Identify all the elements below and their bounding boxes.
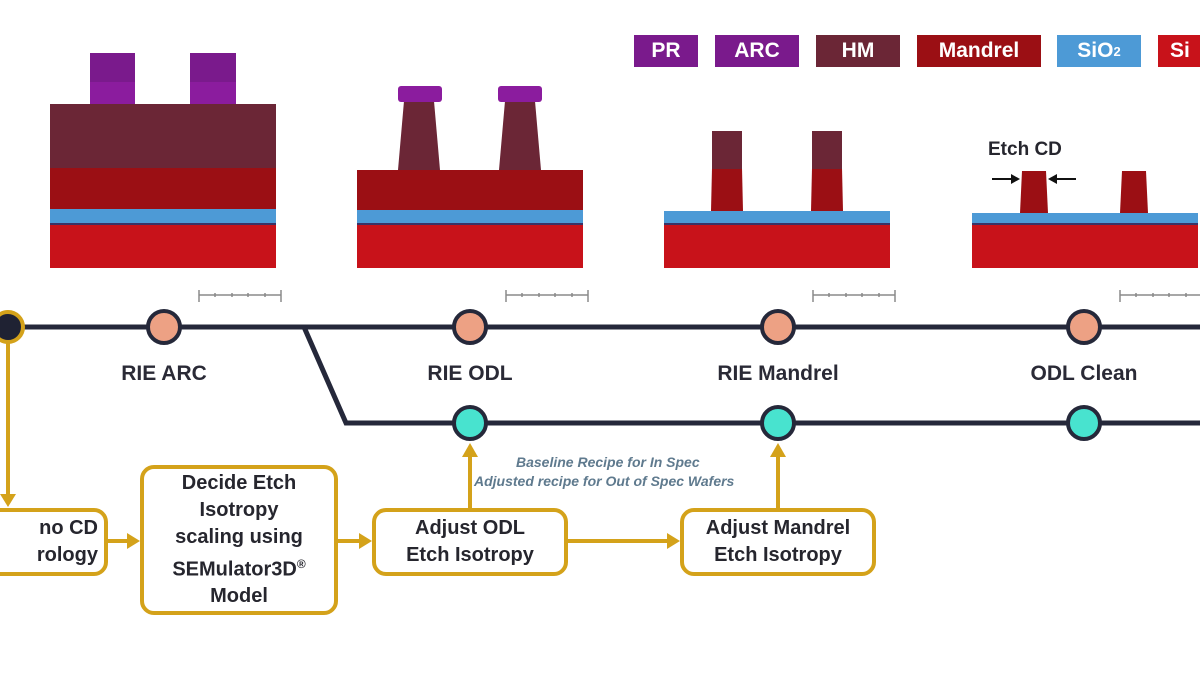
adjust-odl-line-2: Etch Isotropy xyxy=(406,544,534,566)
metrology-box: no CD rology xyxy=(0,508,108,576)
step-label-rie-arc: RIE ARC xyxy=(121,362,207,385)
decide-line-4: SEMulator3D® xyxy=(172,556,306,581)
legend-si: Si xyxy=(1158,35,1200,67)
decide-etch-box: Decide Etch Isotropy scaling using SEMul… xyxy=(140,465,338,615)
legend-hm: HM xyxy=(816,35,900,67)
scale-bar-1 xyxy=(198,290,282,302)
decide-line-3: scaling using xyxy=(175,525,303,548)
adjust-mandrel-line-2: Etch Isotropy xyxy=(714,544,842,566)
node-branch-mandrel xyxy=(760,405,796,441)
scale-bar-4 xyxy=(1119,290,1200,302)
decide-line-5: Model xyxy=(210,585,268,608)
adjust-odl-box: Adjust ODL Etch Isotropy xyxy=(372,508,568,576)
scale-bar-3 xyxy=(812,290,896,302)
cross-section-odl-clean xyxy=(972,171,1198,268)
scale-bars xyxy=(198,290,1200,302)
scale-bar-2 xyxy=(505,290,589,302)
node-branch-odl xyxy=(452,405,488,441)
etch-cd-label: Etch CD xyxy=(988,139,1062,160)
legend-arc: ARC xyxy=(715,35,799,67)
node-rie-odl xyxy=(452,309,488,345)
flow-arrows xyxy=(0,340,786,549)
decide-line-1: Decide Etch xyxy=(181,471,297,494)
registered-mark: ® xyxy=(296,556,306,571)
step-label-odl-clean: ODL Clean xyxy=(1030,362,1138,385)
adjust-odl-line-1: Adjust ODL xyxy=(415,517,525,539)
start-node xyxy=(0,310,25,344)
branch-track xyxy=(301,325,1200,426)
note-adjusted: Adjusted recipe for Out of Spec Wafers xyxy=(474,473,735,489)
legend-mandrel: Mandrel xyxy=(917,35,1041,67)
metrology-line-1: no CD xyxy=(39,517,98,539)
node-rie-arc xyxy=(146,309,182,345)
node-branch-clean xyxy=(1066,405,1102,441)
step-label-rie-mandrel: RIE Mandrel xyxy=(717,362,839,385)
adjust-mandrel-line-1: Adjust Mandrel xyxy=(705,517,851,539)
decide-line-2: Isotropy xyxy=(199,498,279,521)
metrology-line-2: rology xyxy=(36,544,98,566)
cross-section-rie-odl xyxy=(357,86,583,268)
process-tracks xyxy=(20,324,1200,426)
legend-pr: PR xyxy=(634,35,698,67)
node-rie-mandrel xyxy=(760,309,796,345)
node-odl-clean xyxy=(1066,309,1102,345)
nodes xyxy=(0,309,1102,441)
cross-section-initial xyxy=(50,53,276,268)
etch-cd-arrows xyxy=(992,174,1076,184)
cross-section-rie-mandrel xyxy=(664,131,890,268)
step-label-rie-odl: RIE ODL xyxy=(427,362,513,385)
adjust-mandrel-box: Adjust Mandrel Etch Isotropy xyxy=(680,508,876,576)
note-baseline: Baseline Recipe for In Spec xyxy=(516,454,700,470)
